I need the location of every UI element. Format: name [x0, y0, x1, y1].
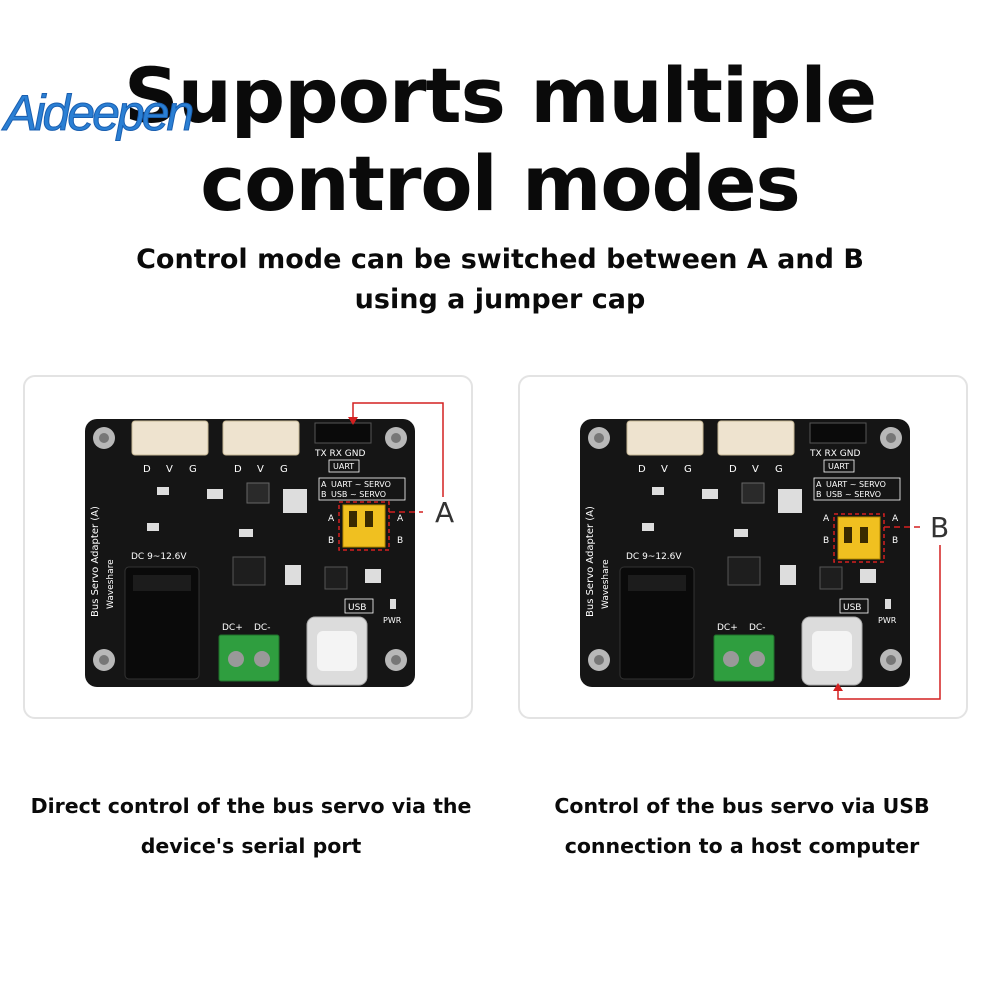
dc-minus-label: DC-: [254, 623, 270, 633]
subheadline-line-1: Control mode can be switched between A a…: [136, 244, 864, 275]
subheadline-line-2: using a jumper cap: [354, 284, 646, 315]
row-b-left: B: [328, 536, 334, 546]
row-a-left: A: [823, 514, 830, 524]
dc-plus-label: DC+: [222, 623, 243, 633]
mode-b-label: USB ~ SERVO: [826, 490, 881, 499]
jumper-highlight: [338, 501, 390, 551]
pin-g-label: G: [189, 464, 197, 475]
jumper-highlight: [833, 513, 885, 563]
chip: [727, 556, 761, 586]
pin-d-label: D: [234, 464, 242, 475]
maker-label: Waveshare: [601, 559, 611, 609]
pin-v-label: V: [661, 464, 668, 475]
mode-b-caption: Control of the bus servo via USB connect…: [497, 786, 987, 866]
pin-v-label: V: [752, 464, 759, 475]
mode-table-b: B: [321, 490, 327, 499]
pwr-label: PWR: [878, 616, 897, 625]
uart-pins-label: TX RX GND: [809, 449, 861, 459]
dc-terminal-block: [218, 634, 280, 682]
row-b-left: B: [823, 536, 829, 546]
mode-table: [813, 477, 901, 501]
row-b-right: B: [397, 536, 403, 546]
arrow-head-icon: [833, 683, 843, 691]
servo-connector-2: [717, 420, 795, 456]
uart-header: [314, 422, 372, 444]
arrow-head-icon: [348, 417, 358, 425]
uart-pins-label: TX RX GND: [314, 449, 366, 459]
callout-arrow: [352, 402, 444, 497]
mode-b-caption-line-2: connection to a host computer: [564, 834, 920, 858]
uart-label: UART: [333, 462, 354, 471]
pin-d-label: D: [143, 464, 151, 475]
dc-minus-label: DC-: [749, 623, 765, 633]
product-name: Bus Servo Adapter (A): [585, 506, 596, 617]
callout-letter-b: B: [930, 511, 949, 544]
dc-barrel-jack: [124, 566, 200, 680]
pin-v-label: V: [257, 464, 264, 475]
board-a-illustration: D V G D V G TX RX GND UART A UART ~ SERV…: [85, 402, 454, 687]
product-name: Bus Servo Adapter (A): [90, 506, 101, 617]
row-a-left: A: [328, 514, 335, 524]
mode-a-caption-line-1: Direct control of the bus servo via the: [30, 794, 472, 818]
mode-table-a: A: [321, 480, 327, 489]
pin-g-label: G: [684, 464, 692, 475]
mode-a-caption: Direct control of the bus servo via the …: [6, 786, 496, 866]
servo-connector-2: [222, 420, 300, 456]
pin-g-label: G: [280, 464, 288, 475]
servo-connector-1: [626, 420, 704, 456]
dc-terminal-block: [713, 634, 775, 682]
servo-connector-1: [131, 420, 209, 456]
pin-g-label: G: [775, 464, 783, 475]
mode-table-b: B: [816, 490, 822, 499]
dc-plus-label: DC+: [717, 623, 738, 633]
board-b-illustration: D V G D V G TX RX GND UART A UART ~ SERV…: [580, 419, 949, 700]
mode-a-caption-line-2: device's serial port: [140, 834, 362, 858]
uart-label: UART: [828, 462, 849, 471]
subheadline: Control mode can be switched between A a…: [0, 240, 1000, 320]
chip: [819, 566, 843, 590]
usb-label: USB: [843, 603, 861, 613]
chip: [324, 566, 348, 590]
callout-arrow: [837, 545, 941, 700]
headline-line-1: Supports multiple: [123, 51, 877, 140]
chip: [232, 556, 266, 586]
mode-a-label: UART ~ SERVO: [826, 480, 886, 489]
row-b-right: B: [892, 536, 898, 546]
voltage-label: DC 9~12.6V: [626, 552, 682, 562]
brand-logo: Aideepen: [3, 85, 194, 141]
pin-v-label: V: [166, 464, 173, 475]
mode-a-card: D V G D V G TX RX GND UART A UART ~ SERV…: [23, 375, 473, 719]
mode-b-label: USB ~ SERVO: [331, 490, 386, 499]
voltage-label: DC 9~12.6V: [131, 552, 187, 562]
mode-b-caption-line-1: Control of the bus servo via USB: [554, 794, 930, 818]
row-a-right: A: [397, 514, 404, 524]
headline-line-2: control modes: [200, 139, 800, 228]
pin-d-label: D: [638, 464, 646, 475]
mode-b-card: D V G D V G TX RX GND UART A UART ~ SERV…: [518, 375, 968, 719]
pin-d-label: D: [729, 464, 737, 475]
dc-barrel-jack: [619, 566, 695, 680]
maker-label: Waveshare: [106, 559, 116, 609]
mode-table-a: A: [816, 480, 822, 489]
headline: Supports multiple control modes: [0, 52, 1000, 228]
mode-table: [318, 477, 406, 501]
mode-a-label: UART ~ SERVO: [331, 480, 391, 489]
pwr-label: PWR: [383, 616, 402, 625]
row-a-right: A: [892, 514, 899, 524]
uart-header: [809, 422, 867, 444]
usb-label: USB: [348, 603, 366, 613]
callout-letter-a: A: [435, 496, 454, 529]
